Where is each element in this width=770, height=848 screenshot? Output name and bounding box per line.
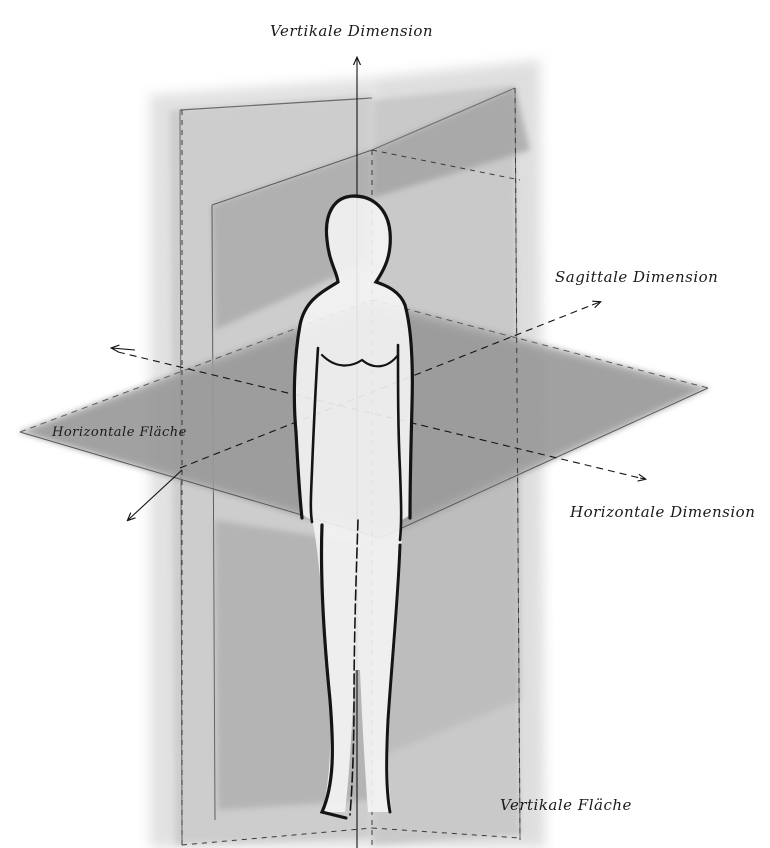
label-horizontale-flaeche: Horizontale Fläche <box>52 425 187 440</box>
label-vertikale-flaeche: Vertikale Fläche <box>500 796 632 814</box>
label-vertikale-dimension: Vertikale Dimension <box>270 22 433 40</box>
label-sagittale-dimension: Sagittale Dimension <box>555 268 718 286</box>
label-horizontale-dimension: Horizontale Dimension <box>570 503 755 521</box>
